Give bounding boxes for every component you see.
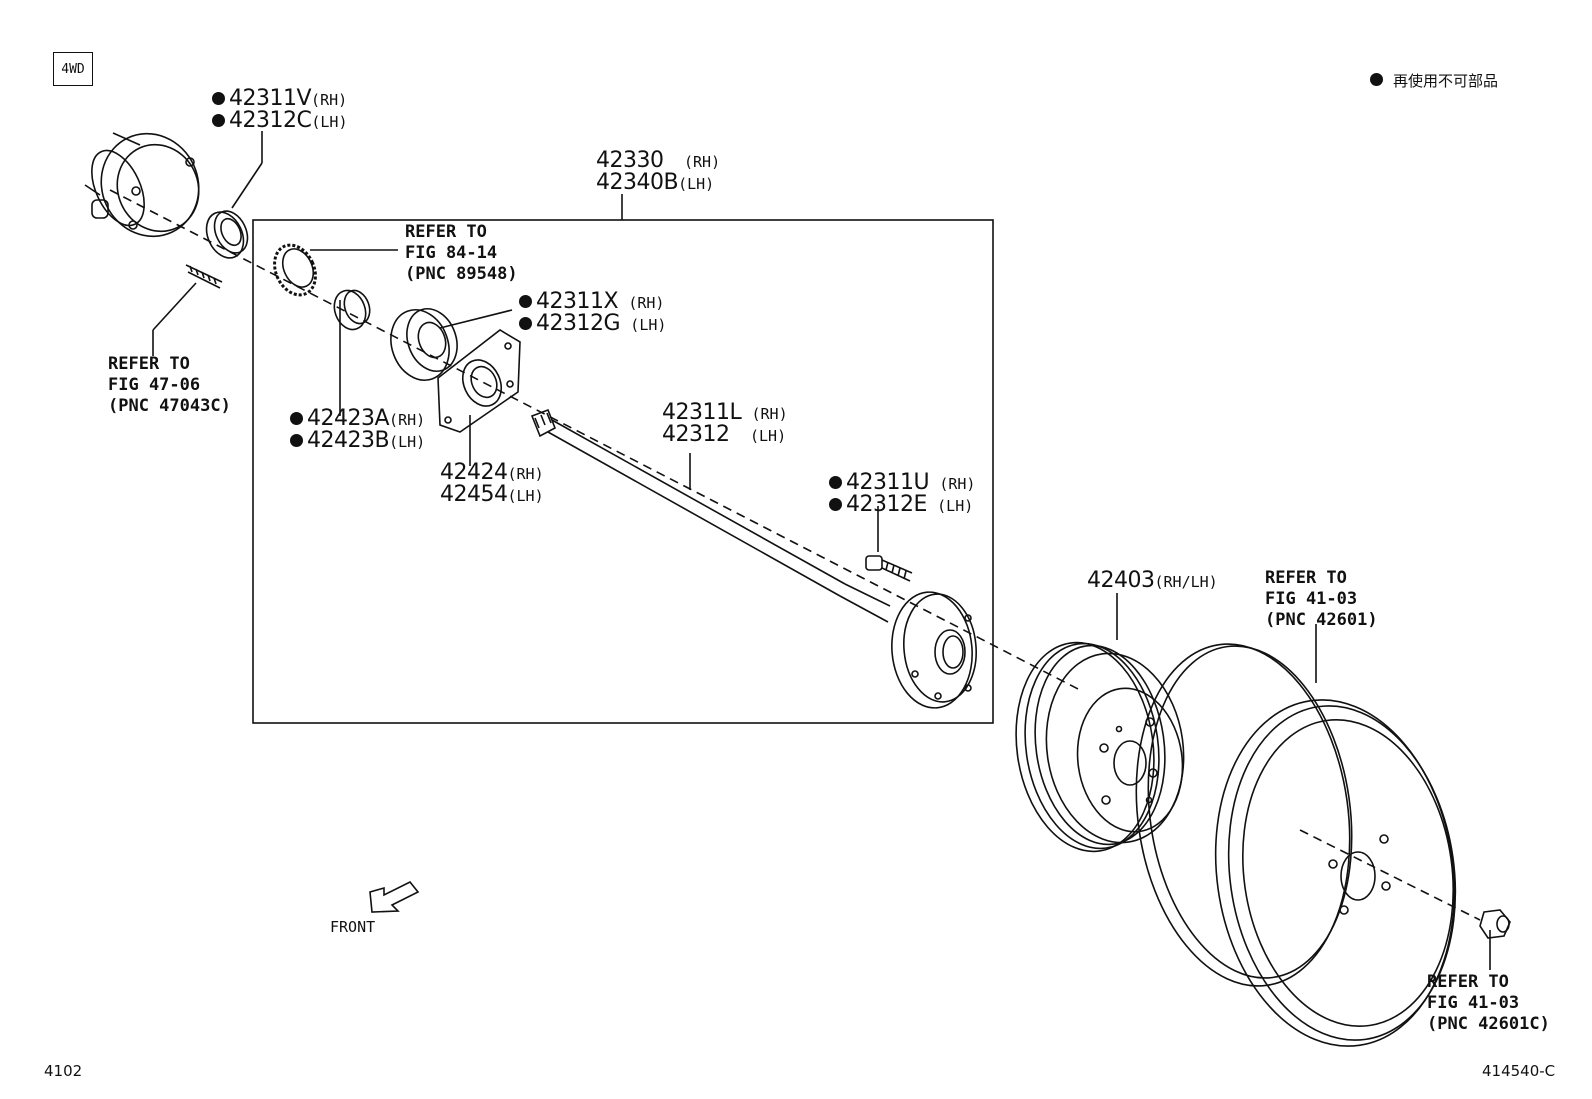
non-reusable-dot-icon	[212, 113, 225, 127]
label-42311u[interactable]: 42311U (RH)	[829, 472, 975, 495]
label-42454[interactable]: 42454(LH)	[440, 482, 544, 507]
non-reusable-dot-icon	[212, 91, 225, 105]
non-reusable-dot-icon	[829, 497, 842, 511]
label-42311l[interactable]: 42311L (RH)	[662, 400, 788, 425]
wheel-icon	[1135, 643, 1457, 1047]
stud-bolt-icon	[185, 264, 223, 289]
bearing-retainer-icon	[437, 329, 521, 433]
retainer-ring-icon	[333, 289, 371, 331]
non-reusable-dot-icon	[290, 411, 303, 425]
bearing-icon	[390, 308, 458, 381]
axle-flange-icon	[891, 591, 977, 709]
label-42311x[interactable]: 42311X (RH)	[519, 291, 664, 314]
non-reusable-dot-icon	[829, 475, 842, 489]
figure-number-right: 414540-C	[1482, 1062, 1556, 1080]
non-reusable-dot-icon	[519, 294, 532, 308]
non-reusable-dot-icon	[519, 316, 532, 330]
front-label: FRONT	[330, 918, 376, 936]
label-42330[interactable]: 42330 (RH)	[596, 148, 721, 173]
label-42312e[interactable]: 42312E (LH)	[829, 494, 973, 517]
label-42403[interactable]: 42403(RH/LH)	[1087, 568, 1218, 593]
label-42423b[interactable]: 42423B(LH)	[290, 430, 425, 453]
assembly-frame	[252, 219, 994, 724]
abs-rotor-icon	[273, 243, 317, 297]
label-42312[interactable]: 42312 (LH)	[662, 422, 787, 447]
front-arrow-icon	[369, 880, 420, 913]
4wd-badge: 4WD	[53, 52, 93, 86]
hub-nut-icon	[1479, 909, 1511, 939]
axis-line	[109, 189, 1081, 691]
label-42311v[interactable]: 42311V(RH)	[212, 88, 347, 111]
brake-drum-icon	[1015, 641, 1185, 853]
hub-bolt-icon	[865, 555, 913, 582]
axis-line-2	[1299, 829, 1481, 921]
legend: 再使用不可部品	[1370, 70, 1498, 91]
non-reusable-dot-icon	[290, 433, 303, 447]
non-reusable-dot-icon	[1370, 73, 1383, 86]
label-42423a[interactable]: 42423A(RH)	[290, 408, 425, 431]
label-42424[interactable]: 42424(RH)	[440, 460, 544, 485]
axle-housing-icon	[84, 132, 200, 238]
label-42312g[interactable]: 42312G (LH)	[519, 313, 666, 336]
legend-text: 再使用不可部品	[1393, 72, 1499, 90]
label-42312c[interactable]: 42312C(LH)	[212, 110, 347, 133]
oil-seal-icon	[205, 210, 249, 259]
label-42340b[interactable]: 42340B(LH)	[596, 170, 715, 195]
figure-number-left: 4102	[44, 1062, 83, 1080]
leader-lines	[152, 131, 1491, 970]
axle-shaft-icon	[530, 408, 891, 623]
